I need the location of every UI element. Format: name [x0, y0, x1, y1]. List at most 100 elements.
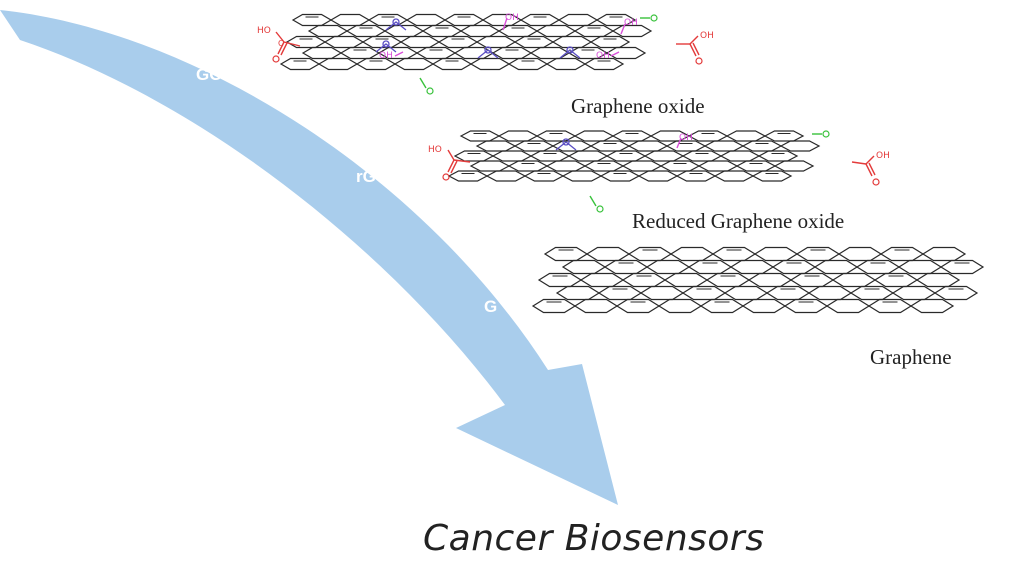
hexagon-ring [849, 285, 895, 301]
hexagon-ring [543, 246, 589, 262]
hexagon-ring [405, 13, 447, 27]
hexagon-ring [795, 246, 841, 262]
hexagon-ring [915, 272, 961, 288]
epoxy-groups [555, 138, 577, 151]
hexagon-ring [507, 160, 549, 172]
hexagon-ring [383, 24, 425, 38]
hexagon-ring [741, 298, 787, 314]
hexagon-ring [393, 57, 435, 71]
hexagon-ring [491, 150, 533, 162]
hexagon-ring [933, 285, 979, 301]
hexagon-ring [747, 272, 793, 288]
hexagon-ring [443, 13, 485, 27]
hexagon-ring [687, 259, 733, 275]
hexagon-ring [561, 170, 603, 182]
transformation-arrow [0, 10, 618, 505]
hexagon-ring [589, 35, 631, 49]
hexagon-ring [535, 24, 577, 38]
hexagon-ring [779, 140, 821, 152]
carboxyl-group [851, 155, 876, 177]
hexagon-ring [339, 46, 381, 60]
hexagon-ring [469, 160, 511, 172]
rgo-functional-groups: HO OH OH [428, 130, 890, 213]
graphene-lattice [531, 246, 985, 314]
hexagon-ring [719, 150, 761, 162]
hexagon-ring [681, 150, 723, 162]
hexagon-ring [765, 285, 811, 301]
hexagon-ring [329, 13, 371, 27]
hexagon-ring [447, 170, 489, 182]
epoxy-groups [375, 18, 581, 59]
hexagon-ring [627, 140, 669, 152]
carboxyl-c: C [278, 39, 284, 48]
hexagon-ring [753, 246, 799, 262]
hexagon-ring [837, 246, 883, 262]
hexagon-ring [421, 24, 463, 38]
hexagon-ring [921, 246, 967, 262]
hydroxyl-label: OH [505, 13, 519, 23]
hexagon-ring [555, 285, 601, 301]
stage-label-g: G [484, 297, 497, 316]
hexagon-ring [583, 160, 625, 172]
hexagon-ring [735, 160, 777, 172]
carbonyl-o [650, 14, 658, 22]
hexagon-ring [611, 130, 653, 142]
hexagon-ring [867, 298, 913, 314]
carboxyl-oh: OH [876, 151, 890, 161]
hexagon-ring [699, 298, 745, 314]
hexagon-ring [323, 35, 365, 49]
hexagon-ring [621, 272, 667, 288]
footer-title: Cancer Biosensors [423, 518, 765, 559]
hexagon-ring [729, 259, 775, 275]
hexagon-ring [491, 46, 533, 60]
hexagon-ring [831, 272, 877, 288]
hexagon-ring [703, 140, 745, 152]
hexagon-ring [599, 170, 641, 182]
hexagon-ring [279, 57, 321, 71]
hexagon-ring [573, 298, 619, 314]
hexagon-ring [663, 272, 709, 288]
hexagon-ring [589, 140, 631, 152]
sheet-label-graphene-oxide: Graphene oxide [571, 94, 705, 118]
hexagon-ring [637, 170, 679, 182]
hexagon-ring [545, 57, 587, 71]
hexagon-ring [741, 140, 783, 152]
carboxyl-oh: OH [700, 31, 714, 41]
carbonyl-o [822, 130, 830, 138]
hexagon-ring [687, 130, 729, 142]
carboxyl-ho: HO [428, 145, 442, 155]
hexagon-ring [367, 13, 409, 27]
hexagon-ring [567, 150, 609, 162]
carbonyl-o [426, 87, 434, 95]
hexagon-ring [855, 259, 901, 275]
hexagon-ring [763, 130, 805, 142]
hexagon-ring [789, 272, 835, 288]
hydroxyl-label: OH [679, 133, 693, 143]
hexagon-ring [291, 13, 333, 27]
hexagon-ring [519, 13, 561, 27]
hexagon-ring [285, 35, 327, 49]
hexagon-ring [873, 272, 919, 288]
hexagon-ring [485, 170, 527, 182]
hexagon-ring [621, 160, 663, 172]
hexagon-ring [301, 46, 343, 60]
hexagon-ring [545, 160, 587, 172]
hexagon-ring [605, 46, 647, 60]
carboxyl-group [676, 35, 700, 57]
hexagon-ring [771, 259, 817, 275]
hexagon-ring [453, 150, 495, 162]
hexagon-ring [537, 272, 583, 288]
hexagon-ring [475, 140, 517, 152]
carbonyl-o [272, 55, 280, 63]
hexagon-ring [317, 57, 359, 71]
hexagon-ring [615, 298, 661, 314]
hexagon-ring [813, 259, 859, 275]
hexagon-ring [583, 57, 625, 71]
hexagon-ring [681, 285, 727, 301]
hexagon-ring [415, 46, 457, 60]
hexagon-ring [751, 170, 793, 182]
hydroxyl-label: OH [596, 51, 610, 61]
hexagon-ring [659, 160, 701, 172]
hexagon-ring [879, 246, 925, 262]
hexagon-ring [639, 285, 685, 301]
